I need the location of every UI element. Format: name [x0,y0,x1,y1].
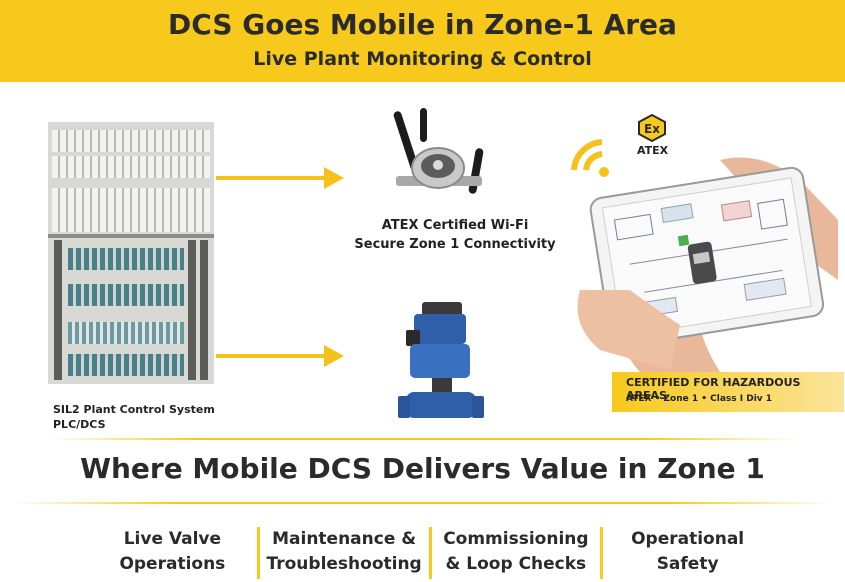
value-item-line2: Safety [656,554,719,574]
value-item-operational-safety: Operational Safety [605,527,770,579]
actuated-valve-image [398,302,484,418]
cabinet-caption: SIL2 Plant Control System PLC/DCS [53,402,215,432]
value-item-commissioning: Commissioning & Loop Checks [434,527,599,579]
arrow-to-valve [216,345,344,367]
svg-text:Ex: Ex [644,122,660,136]
value-separator [600,527,604,579]
header-banner: DCS Goes Mobile in Zone-1 Area Live Plan… [0,0,845,82]
wifi-caption: ATEX Certified Wi-Fi Secure Zone 1 Conne… [325,216,585,254]
cabinet-label-line2: PLC/DCS [53,418,106,431]
wifi-signal-icon [571,139,609,177]
certification-title: CERTIFIED FOR HAZARDOUS AREAS [626,376,801,402]
hazardous-area-certification-badge: CERTIFIED FOR HAZARDOUS AREAS ATEX • Zon… [612,372,844,412]
value-item-line2: Operations [119,554,226,574]
atex-ex-icon: Ex [638,114,666,142]
tablet-hmi-image [577,157,838,372]
value-item-line1: Maintenance & [272,529,417,549]
value-item-line2: Troubleshooting [266,554,422,574]
page-subtitle: Live Plant Monitoring & Control [253,48,592,70]
wifi-access-point-image [393,108,484,194]
value-item-line1: Operational [631,529,745,549]
page-title: DCS Goes Mobile in Zone-1 Area [168,8,677,41]
wifi-caption-line1: ATEX Certified Wi-Fi [381,218,529,233]
value-headline: Where Mobile DCS Delivers Value in Zone … [80,452,765,485]
control-cabinet-image [48,122,214,384]
value-item-valve-operations: Live Valve Operations [90,527,255,579]
value-item-line1: Commissioning [443,529,589,549]
wifi-caption-line2: Secure Zone 1 Connectivity [354,237,556,252]
arrow-to-wifi [216,167,344,189]
value-list: Live Valve Operations Maintenance & Trou… [90,527,770,579]
value-separator [256,527,260,579]
value-separator [428,527,432,579]
section-divider-top [48,438,798,440]
certification-detail: ATEX • Zone 1 • Class I Div 1 [626,394,773,404]
value-item-line2: & Loop Checks [445,554,587,574]
value-item-line1: Live Valve [123,529,222,549]
atex-label: ATEX [637,144,669,157]
value-item-maintenance: Maintenance & Troubleshooting [262,527,427,579]
cabinet-label-line1: SIL2 Plant Control System [53,403,215,416]
section-divider-bottom [10,502,835,504]
